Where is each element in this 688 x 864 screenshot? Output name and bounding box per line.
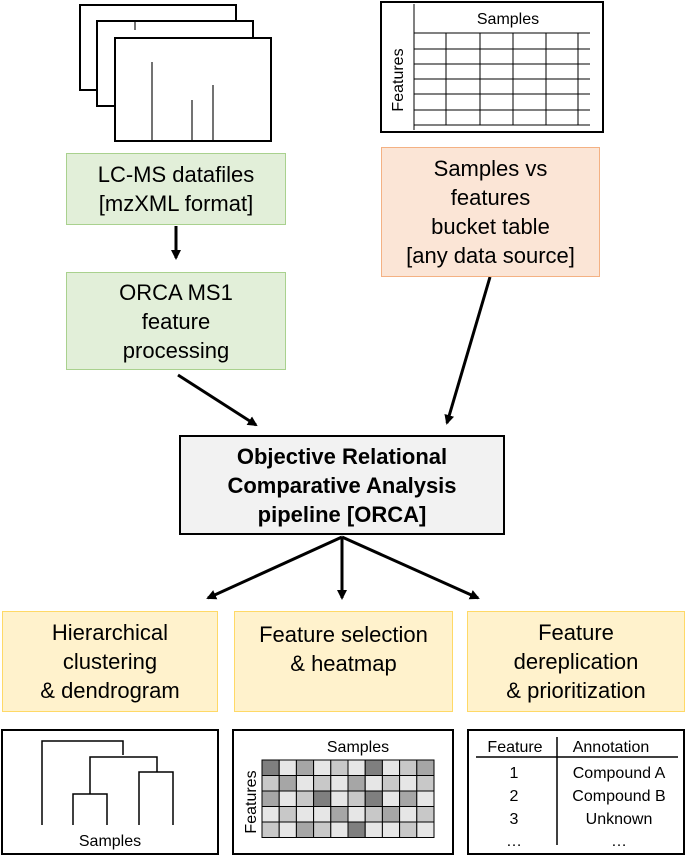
heatmap-cell (313, 806, 332, 823)
annotation-header-annotation: Annotation (573, 739, 650, 756)
heatmap-cell (416, 790, 435, 807)
heatmap-cell (278, 790, 297, 807)
heatmap-cell (278, 775, 297, 792)
heatmap-cell (399, 759, 418, 776)
heatmap-cell (381, 775, 401, 792)
arrow-pipeline-to-hier (206, 535, 343, 600)
heatmap-cell (381, 821, 401, 838)
annotation-row-3-annotation: Unknown (586, 811, 653, 828)
annotation-table-panel: Feature Annotation 1 Compound A 2 Compou… (467, 729, 685, 855)
heatmap-cell (381, 806, 401, 823)
heatmap-panel: Samples Features (232, 729, 454, 855)
heatmap-cell (399, 821, 418, 838)
hierarchical-clustering-label: Hierarchical clustering & dendrogram (40, 620, 180, 703)
heatmap-cell (278, 759, 297, 776)
table-samples-label: Samples (477, 11, 539, 28)
heatmap-cell (364, 775, 383, 792)
annotation-header-feature: Feature (487, 739, 542, 756)
heatmap-cell (399, 775, 418, 792)
heatmap-cell (381, 790, 401, 807)
heatmap-cell (347, 806, 366, 823)
heatmap-cell (261, 775, 280, 792)
orca-ms1-box: ORCA MS1 feature processing (66, 272, 286, 370)
heatmap-cell (347, 790, 366, 807)
annotation-row-4-feature: … (506, 833, 522, 850)
lcms-datafiles-label: LC-MS datafiles [mzXML format] (97, 162, 255, 216)
heatmap-features-label: Features (243, 770, 260, 833)
heatmap-cell (399, 806, 418, 823)
annotation-row-2-annotation: Compound B (572, 788, 665, 805)
feature-dereplication-label: Feature dereplication & prioritization (506, 620, 646, 703)
annotation-row-1-annotation: Compound A (573, 765, 666, 782)
heatmap-cell (364, 806, 383, 823)
heatmap-samples-label: Samples (327, 739, 389, 756)
annotation-row-1-feature: 1 (510, 765, 519, 782)
heatmap-cell (313, 821, 332, 838)
heatmap-cell (347, 759, 366, 776)
heatmap-cell (313, 775, 332, 792)
arrow-bucket-to-pipeline (444, 276, 492, 425)
heatmap-cell (261, 790, 280, 807)
arrow-pipeline-to-derep (341, 535, 480, 600)
heatmap-cell (364, 790, 383, 807)
orca-pipeline-box: Objective Relational Comparative Analysi… (179, 435, 505, 535)
lcms-datafiles-box: LC-MS datafiles [mzXML format] (66, 153, 286, 225)
heatmap-cell (295, 806, 315, 823)
hierarchical-clustering-box: Hierarchical clustering & dendrogram (2, 611, 218, 712)
heatmap-cell (416, 759, 435, 776)
heatmap-cell (381, 759, 401, 776)
heatmap-cell (295, 821, 315, 838)
feature-dereplication-box: Feature dereplication & prioritization (467, 611, 685, 712)
heatmap-cell (364, 759, 383, 776)
heatmap-cell (313, 759, 332, 776)
heatmap-cell (295, 790, 315, 807)
heatmap-cell (261, 806, 280, 823)
heatmap-cell (347, 775, 366, 792)
heatmap-cell (330, 790, 349, 807)
heatmap-cell (416, 806, 435, 823)
feature-selection-box: Feature selection & heatmap (234, 611, 453, 712)
heatmap-cell (330, 806, 349, 823)
heatmap-cell (330, 775, 349, 792)
annotation-row-3-feature: 3 (510, 811, 519, 828)
heatmap-cell (330, 759, 349, 776)
annotation-row-4-annotation: … (611, 833, 627, 850)
heatmap-cell (295, 775, 315, 792)
feature-selection-label: Feature selection & heatmap (259, 622, 428, 676)
dendrogram-samples-label: Samples (79, 833, 141, 850)
heatmap-cell (278, 806, 297, 823)
heatmap-cell (416, 821, 435, 838)
bucket-table-box: Samples vs features bucket table [any da… (381, 147, 600, 277)
orca-pipeline-label: Objective Relational Comparative Analysi… (227, 443, 457, 527)
heatmap-cell (330, 821, 349, 838)
dendrogram-panel: Samples (1, 729, 219, 855)
heatmap-cell (313, 790, 332, 807)
heatmap-cell (261, 821, 280, 838)
table-features-label: Features (390, 48, 407, 111)
heatmap-cell (278, 821, 297, 838)
heatmap-cell (364, 821, 383, 838)
orca-ms1-label: ORCA MS1 feature processing (119, 279, 233, 363)
heatmap-cell (416, 775, 435, 792)
heatmap-cell (399, 790, 418, 807)
heatmap-cell (261, 759, 280, 776)
spectra-stack-icon (79, 4, 272, 142)
heatmap-grid (261, 759, 435, 838)
bucket-table-label: Samples vs features bucket table [any da… (406, 156, 575, 268)
arrow-ms1-to-pipeline (177, 373, 258, 427)
features-table-icon: Samples Features (380, 1, 604, 133)
heatmap-cell (347, 821, 366, 838)
heatmap-cell (295, 759, 315, 776)
annotation-row-2-feature: 2 (510, 788, 519, 805)
